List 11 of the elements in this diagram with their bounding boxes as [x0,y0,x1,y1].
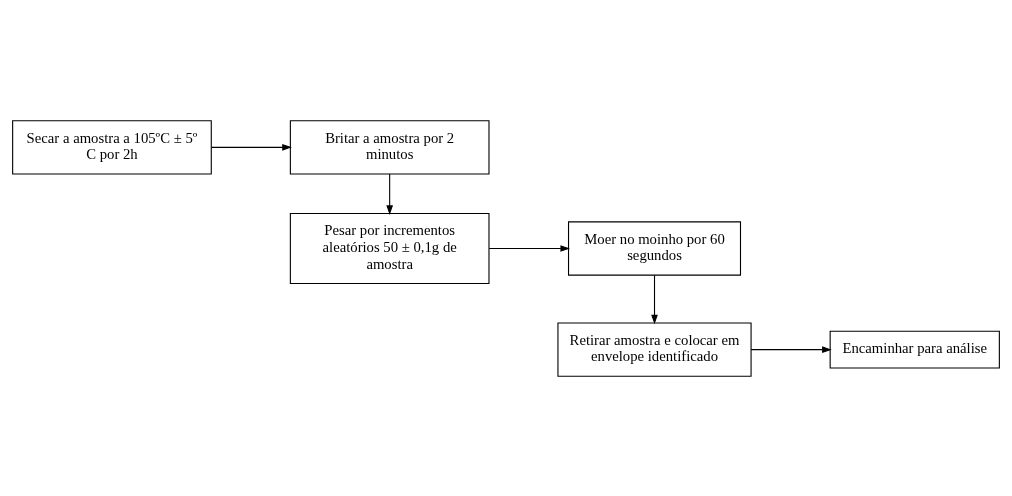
arrow [386,173,394,215]
node-box: Britar a amostra por 2 minutos [289,119,490,175]
arrow [488,244,570,252]
arrow [651,274,658,324]
node-box: Pesar por incrementos aleatórios 50 ± 0,1g de amostra [289,212,490,284]
node-box: Secar a amostra a 105ºC ± 5º C por 2h [12,119,212,175]
arrow [750,345,832,353]
arrow [210,143,292,151]
node-box: Encaminhar para análise [829,330,1000,369]
node-box: Moer no moinho por 60 segundos [568,220,742,276]
node-box: Retirar amostra e colocar em envelope identificado [557,321,752,377]
